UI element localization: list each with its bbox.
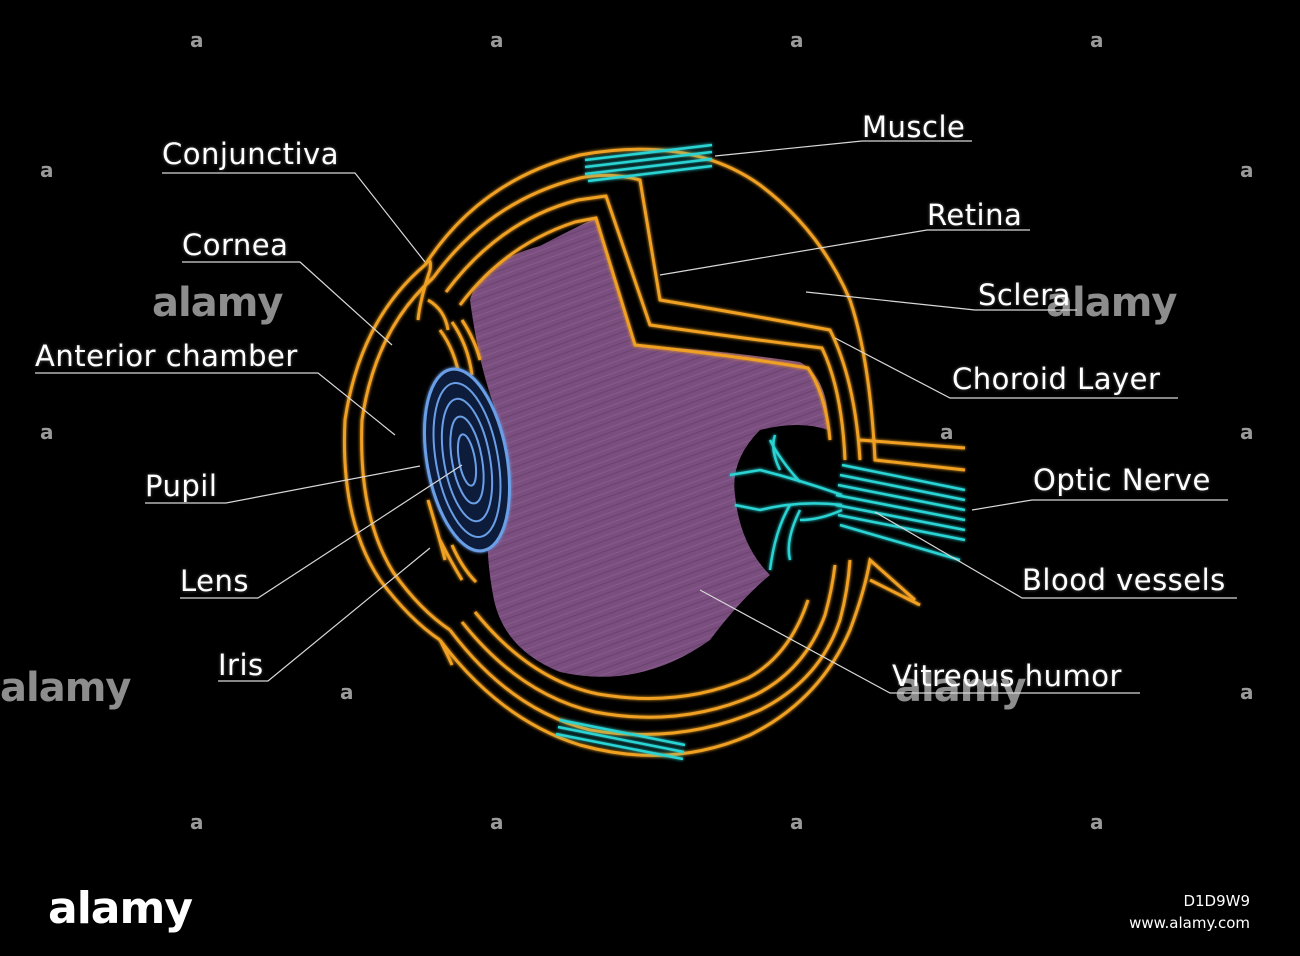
- optic-nerve-fibers: [835, 463, 966, 562]
- leader-pupil: [145, 465, 421, 504]
- cornea-inner: [360, 276, 451, 632]
- leader-blood-vessels: [874, 511, 1237, 599]
- label-anterior-chamber: Anterior chamber: [35, 339, 298, 373]
- leader-lens: [180, 464, 463, 599]
- watermark-mark: a: [1240, 158, 1254, 182]
- label-choroid-layer: Choroid Layer: [952, 362, 1161, 396]
- watermark-mark: a: [940, 420, 954, 444]
- label-pupil: Pupil: [145, 469, 218, 503]
- watermark-mark: a: [1090, 810, 1104, 834]
- watermark-mark: a: [790, 810, 804, 834]
- iris-line-top-4: [427, 298, 450, 331]
- sclera-outer-line: [423, 147, 966, 472]
- watermark-text: alamy: [895, 665, 1026, 711]
- sclera-outer-line-bottom: [438, 557, 916, 757]
- cornea-outer: [342, 263, 441, 642]
- leader-cornea: [182, 261, 393, 346]
- label-muscle: Muscle: [862, 110, 966, 144]
- vitreous-hatching: [470, 218, 829, 677]
- watermark-mark: a: [1240, 680, 1254, 704]
- leader-retina: [659, 229, 1030, 276]
- watermark-mark: a: [190, 810, 204, 834]
- label-lens: Lens: [180, 564, 249, 598]
- lens-shape: [422, 367, 512, 553]
- eye-wall-layers: [342, 147, 966, 757]
- retina-line: [444, 194, 847, 461]
- muscle-bottom: [555, 718, 686, 761]
- watermark-mark: a: [790, 28, 804, 52]
- watermark-mark: a: [190, 28, 204, 52]
- conjunctiva-fold-bottom: [438, 639, 454, 666]
- watermark-mark: a: [1090, 28, 1104, 52]
- watermark-credit: D1D9W9 www.alamy.com: [1129, 890, 1250, 934]
- watermark-text: alamy: [152, 280, 283, 326]
- blood-vessels: [729, 434, 843, 571]
- leader-lines: [35, 140, 1237, 694]
- watermark-mark: a: [490, 810, 504, 834]
- leader-anterior-chamber: [35, 372, 396, 436]
- label-cornea: Cornea: [182, 228, 289, 262]
- leader-muscle: [714, 140, 972, 157]
- label-conjunctiva: Conjunctiva: [162, 137, 339, 171]
- watermark-text: alamy: [1046, 280, 1177, 326]
- watermark-mark: a: [1240, 420, 1254, 444]
- inner-retina-line-bottom: [473, 599, 810, 700]
- watermark-logo: alamy: [48, 883, 193, 934]
- watermark-mark: a: [40, 420, 54, 444]
- label-retina: Retina: [927, 198, 1023, 232]
- leader-iris: [218, 547, 431, 682]
- choroid-line: [431, 173, 862, 461]
- choroid-line-bottom: [448, 559, 852, 736]
- label-iris: Iris: [218, 648, 264, 682]
- watermark-mark: a: [40, 158, 54, 182]
- leader-vitreous: [699, 589, 1140, 694]
- watermark-mark: a: [490, 28, 504, 52]
- iris-line-top-3: [460, 319, 482, 361]
- leader-sclera: [805, 291, 1077, 311]
- optic-sheath-top: [859, 438, 966, 450]
- watermark-mark: a: [340, 680, 354, 704]
- image-id: D1D9W9: [1183, 892, 1250, 910]
- muscle-top: [584, 143, 713, 183]
- watermark-text: alamy: [0, 665, 131, 711]
- label-blood-vessels: Blood vessels: [1022, 563, 1226, 597]
- retina-line-bottom: [460, 564, 837, 719]
- label-sclera: Sclera: [978, 278, 1071, 312]
- label-optic-nerve: Optic Nerve: [1033, 463, 1211, 497]
- label-vitreous-humor: Vitreous humor: [892, 659, 1122, 693]
- leader-choroid: [834, 337, 1178, 399]
- leader-optic-nerve: [971, 499, 1228, 511]
- iris-line-bottom-3: [426, 499, 447, 561]
- site-url: www.alamy.com: [1129, 914, 1250, 932]
- optic-sheath-bottom: [869, 578, 921, 607]
- iris-line-top-2: [450, 321, 474, 376]
- inner-retina-line: [458, 216, 832, 441]
- iris-line-bottom-2: [450, 544, 478, 584]
- leader-conjunctiva: [162, 172, 426, 263]
- conjunctiva-fold: [416, 259, 432, 321]
